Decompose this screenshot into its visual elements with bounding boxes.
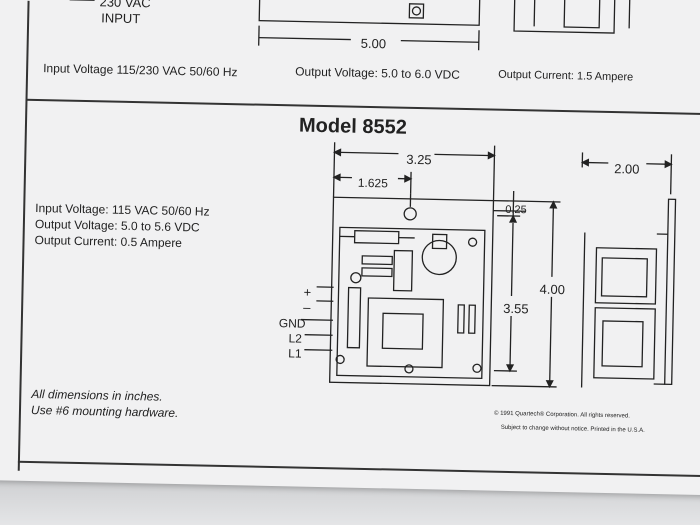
technical-drawing xyxy=(69,0,677,389)
board-outline xyxy=(328,196,495,387)
side-view xyxy=(580,198,677,388)
top-board-outline xyxy=(69,0,481,26)
width-dimension xyxy=(332,142,496,201)
terminal-leads xyxy=(300,286,334,351)
mounting-hole-top xyxy=(403,193,417,221)
datasheet-page: 230 VAC INPUT 5.00 Input Voltage 115/230… xyxy=(0,0,700,496)
components xyxy=(335,230,482,373)
mounting-hole-bottom xyxy=(404,364,414,374)
hole-spacing-dimension xyxy=(493,214,521,373)
top-dim-line xyxy=(258,25,480,51)
height-dimension xyxy=(491,200,558,389)
half-width-dimension xyxy=(332,171,413,194)
depth-dimension xyxy=(580,152,673,195)
top-side-view xyxy=(513,0,631,34)
